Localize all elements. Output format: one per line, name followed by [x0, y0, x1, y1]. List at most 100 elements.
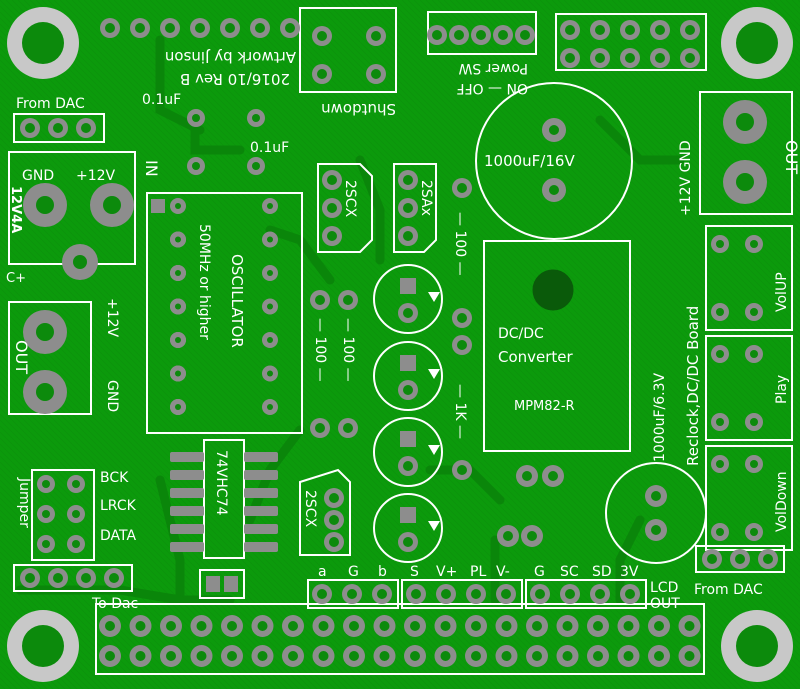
pad-hole	[285, 23, 295, 33]
pad-hole	[763, 554, 773, 564]
pad-hole	[440, 621, 451, 631]
pad-hole	[654, 621, 664, 631]
pad-hole	[593, 621, 603, 631]
pad-hole	[227, 621, 237, 631]
pad-hole	[175, 270, 181, 276]
pad-hole	[252, 162, 260, 170]
pad-hole	[565, 25, 575, 35]
pad-hole	[379, 651, 390, 661]
pad-hole	[105, 23, 115, 33]
pad-hole	[175, 303, 181, 310]
pad-hole	[457, 465, 467, 475]
power-sw-label: Power SW	[458, 60, 528, 76]
to-dac-label: To Dac	[91, 596, 138, 612]
pad-hole	[454, 30, 464, 40]
ic-label: 74VHC74	[213, 450, 229, 516]
header-g-label: G	[348, 564, 359, 580]
pad-hole	[42, 540, 50, 548]
pad-hole	[72, 510, 80, 518]
pad-hole	[685, 53, 695, 63]
pad-hole	[432, 30, 442, 40]
pad-hole	[716, 460, 724, 468]
pad-hole	[440, 651, 451, 661]
pad-hole	[195, 23, 205, 33]
header-3v-label: 3V	[620, 564, 639, 580]
pad-hole	[522, 471, 532, 481]
pad-hole	[535, 589, 545, 599]
pad-hole	[379, 621, 390, 631]
pad-hole	[36, 196, 54, 214]
pad-hole	[625, 589, 635, 599]
from-dac-top-label: From DAC	[16, 96, 85, 112]
pad-hole	[267, 236, 273, 243]
pad-hole	[457, 340, 467, 350]
header-pl-label: PL	[470, 564, 486, 580]
pad-hole	[532, 651, 542, 661]
volup-label: VolUP	[774, 272, 790, 312]
pad-hole	[651, 525, 661, 535]
data-label: DATA	[100, 528, 136, 544]
pad-hole	[81, 123, 91, 133]
pad-hole	[471, 589, 481, 599]
pad-hole	[684, 651, 695, 661]
header-g2-label: G	[534, 564, 545, 580]
pad-hole	[716, 240, 724, 248]
pad-hole	[716, 308, 724, 316]
pad-hole	[317, 69, 327, 79]
pad-group	[20, 18, 778, 667]
pad-hole	[655, 25, 665, 35]
header-vminus-label: V-	[496, 564, 510, 580]
pad-hole	[196, 621, 207, 631]
pad-hole	[73, 255, 87, 269]
plus12-in-label: +12V	[76, 168, 116, 184]
pad-hole	[654, 651, 664, 661]
jumper-label: Jumper	[16, 477, 32, 528]
resistor-1k-label: — 1K —	[452, 384, 468, 439]
pad-hole	[501, 651, 512, 661]
pad-hole	[135, 651, 146, 661]
out-right-label: OUT	[782, 140, 800, 174]
pad-hole	[327, 175, 337, 185]
pad-hole	[501, 621, 512, 631]
pad-hole	[623, 621, 634, 631]
pad-hole	[593, 651, 603, 661]
pad-hole	[196, 651, 207, 661]
pad-hole	[72, 540, 80, 548]
pad-hole	[267, 303, 273, 310]
pad-hole	[548, 471, 558, 481]
pad-hole	[81, 573, 91, 583]
cap-big-right-label: 1000uF/6.3V	[652, 372, 668, 462]
pad-hole	[288, 651, 298, 661]
pad-hole	[527, 531, 537, 541]
lcd-out-label-1: LCD	[650, 580, 678, 596]
pad-hole	[750, 350, 758, 358]
q-2sax-label: 2SAx	[418, 180, 434, 216]
pad-hole	[257, 651, 268, 661]
pad-hole	[329, 493, 339, 503]
cap-big-top-label: 1000uF/16V	[484, 152, 575, 170]
pad-hole	[255, 23, 265, 33]
pad-hole	[503, 531, 513, 541]
pad-hole	[750, 460, 758, 468]
pad-hole	[410, 621, 420, 631]
pad-hole	[532, 621, 542, 631]
pad-hole	[750, 240, 758, 248]
pad-hole	[257, 621, 268, 631]
pad-hole	[329, 515, 339, 525]
dcdc-model-label: MPM82-R	[514, 399, 575, 414]
pad-hole	[651, 491, 661, 501]
from-dac-bottom-label: From DAC	[694, 582, 763, 598]
pad-hole	[175, 404, 181, 410]
pad-hole	[327, 203, 337, 213]
pad-hole	[595, 589, 605, 599]
pad-hole	[707, 554, 717, 564]
pad-hole	[716, 418, 724, 426]
pad-hole	[315, 295, 325, 305]
pad-hole	[347, 589, 357, 599]
pad-hole	[457, 183, 467, 193]
pad-hole	[625, 53, 635, 63]
pad-hole	[166, 621, 176, 631]
pad-hole	[735, 554, 745, 564]
